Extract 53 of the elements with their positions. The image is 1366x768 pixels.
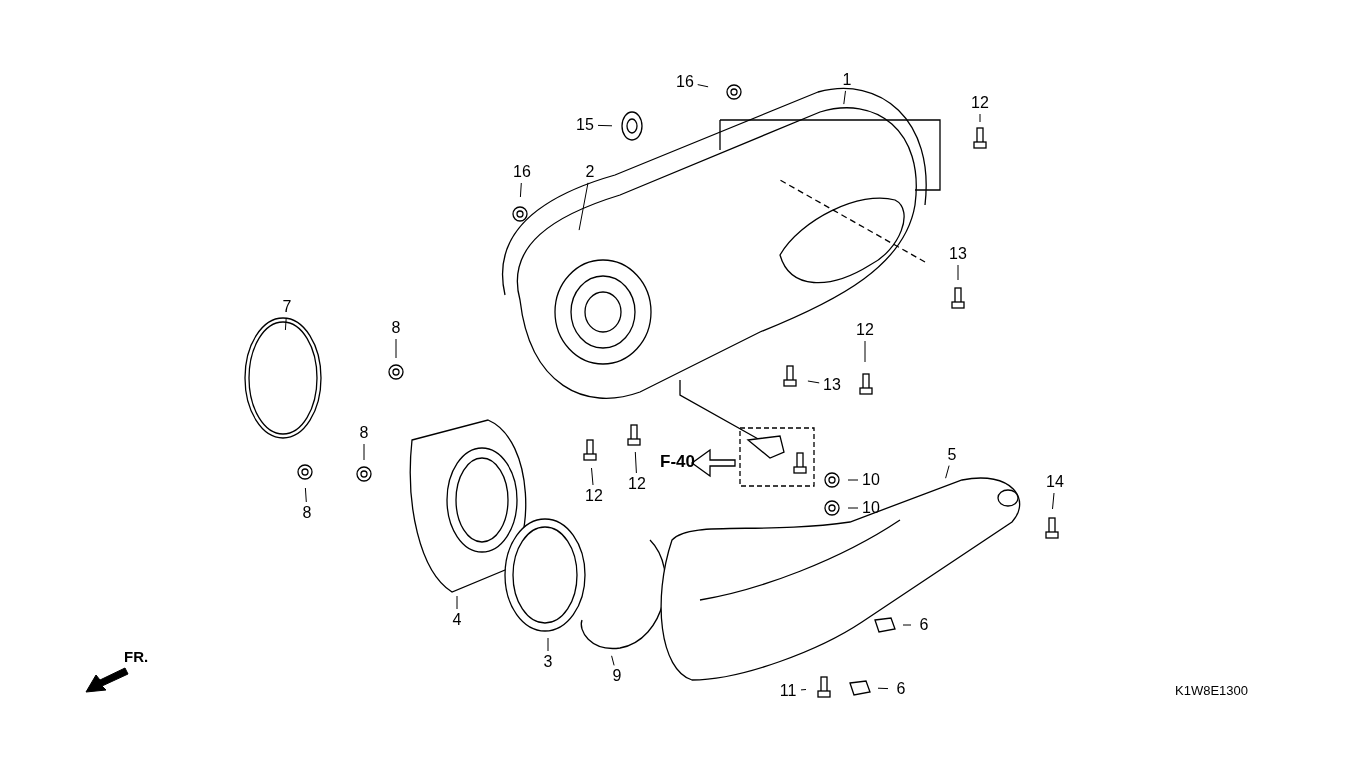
callout-number: 12	[856, 321, 874, 339]
callout-number: 5	[947, 446, 957, 464]
callout-number: 13	[949, 245, 967, 263]
callout-number: 15	[576, 116, 594, 134]
leader-line	[519, 182, 522, 198]
leader-line	[611, 655, 615, 666]
callout-number: 16	[513, 163, 531, 181]
callout-number: 11	[779, 682, 797, 700]
leader-line	[284, 317, 287, 331]
callout-number: 4	[452, 611, 462, 629]
leader-line	[697, 84, 709, 88]
callout-number: 3	[543, 653, 553, 671]
callout-number: 2	[585, 163, 595, 181]
leader-line	[864, 340, 866, 363]
leader-line	[395, 338, 397, 359]
callout-number: 8	[302, 504, 312, 522]
leader-line	[591, 467, 594, 486]
callout-number: 12	[585, 487, 603, 505]
leader-line	[800, 689, 807, 691]
leader-line	[847, 479, 859, 481]
leader-line	[1052, 492, 1055, 510]
reference-label: F-40	[660, 452, 695, 472]
leader-line	[597, 124, 613, 127]
leader-line	[807, 380, 820, 384]
callout-number: 7	[282, 298, 292, 316]
callout-number: 1	[842, 71, 852, 89]
leader-line	[578, 182, 589, 231]
callout-number: 12	[971, 94, 989, 112]
callout-number: 16	[676, 73, 694, 91]
leader-line	[456, 595, 458, 610]
leader-line	[547, 637, 549, 652]
callout-number: 6	[896, 680, 906, 698]
callout-number: 8	[391, 319, 401, 337]
leader-line	[877, 687, 889, 690]
leader-line	[902, 624, 912, 626]
leader-line	[843, 90, 846, 105]
callout-number: 8	[359, 424, 369, 442]
callout-number: 10	[862, 471, 880, 489]
leader-line	[304, 487, 307, 503]
leader-line	[847, 507, 859, 509]
leader-line	[634, 451, 637, 474]
callout-number: 10	[862, 499, 880, 517]
callout-number: 13	[823, 376, 841, 394]
leader-line	[363, 443, 365, 461]
leader-line	[945, 465, 950, 479]
leader-line	[979, 113, 981, 123]
callout-number: 14	[1046, 473, 1064, 491]
drawing-code: K1W8E1300	[1175, 683, 1248, 698]
callout-number: 9	[612, 667, 622, 685]
callout-number: 12	[628, 475, 646, 493]
callout-number: 6	[919, 616, 929, 634]
reference-label: FR.	[124, 648, 149, 665]
leader-line	[957, 264, 959, 281]
